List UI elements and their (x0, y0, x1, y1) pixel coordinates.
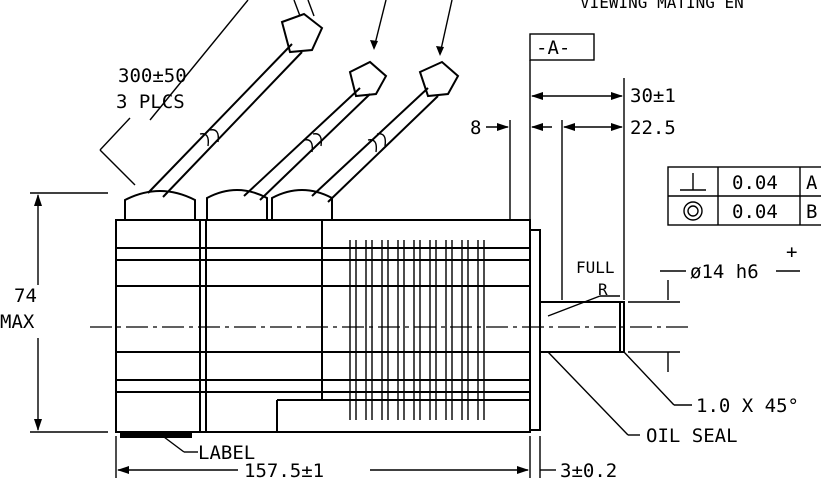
cable-length-label: 300±50 (118, 65, 187, 87)
length-label: 157.5±1 (244, 460, 324, 482)
tolerance-frame (667, 166, 821, 226)
motor-body (115, 189, 625, 438)
dim-22-5-label: 22.5 (630, 117, 676, 139)
datum-a-label: -A- (536, 37, 570, 59)
oil-seal-label: OIL SEAL (646, 425, 738, 447)
viewing-title: VIEWING MATING EN (580, 0, 744, 12)
cable-assembly (99, 0, 460, 203)
full-r-label-2: R (598, 280, 608, 299)
tol-row2-value: 0.04 (732, 201, 778, 223)
label-callout: LABEL (198, 442, 255, 464)
tol-row2-datum: B (806, 201, 817, 223)
height-label-1: 74 (14, 285, 37, 307)
shaft-dia-label: ø14 h6 (690, 261, 759, 283)
height-label-2: MAX (0, 311, 35, 333)
full-r-label-1: FULL (576, 258, 615, 277)
tol-row1-datum: A (806, 172, 818, 194)
tol-row1-value: 0.04 (732, 172, 778, 194)
flange-label: 3±0.2 (560, 460, 617, 482)
dim-30-label: 30±1 (630, 85, 676, 107)
plus-sign: + (786, 241, 797, 263)
cable-qty-label: 3 PLCS (116, 91, 185, 113)
dim-8-label: 8 (470, 117, 481, 139)
chamfer-label: 1.0 X 45° (696, 395, 799, 417)
dimension-lines (30, 33, 800, 478)
